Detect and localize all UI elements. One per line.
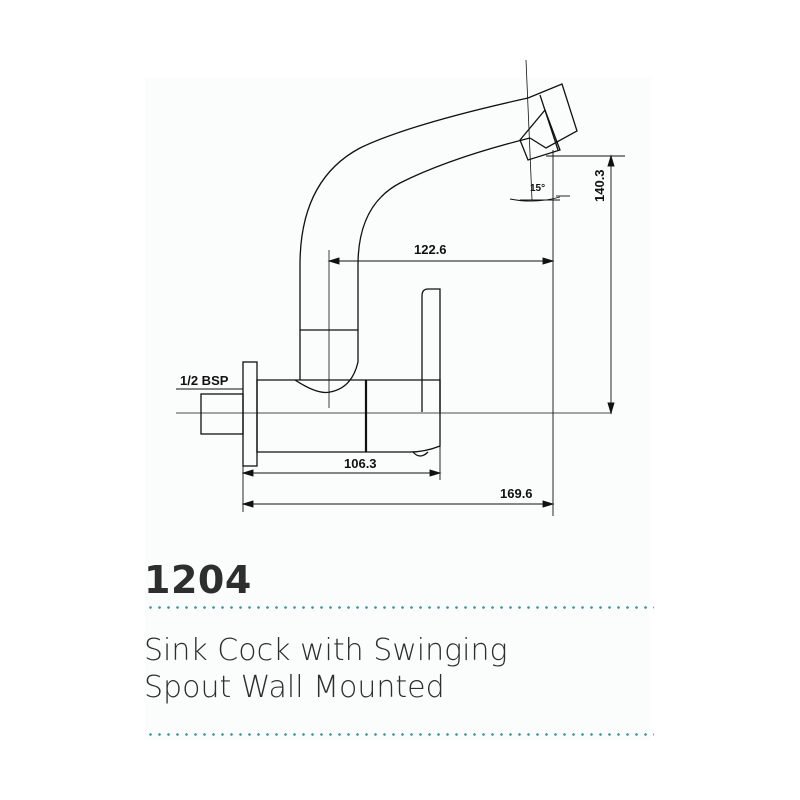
valve-body	[256, 379, 441, 453]
description-line-2: Spout Wall Mounted	[144, 670, 445, 705]
dim-body-length: 106.3	[344, 456, 377, 471]
description-line-1: Sink Cock with Swinging	[144, 633, 508, 668]
aerator	[527, 83, 578, 149]
dim-spout-reach: 122.6	[414, 242, 447, 257]
faucet-outline	[200, 83, 578, 467]
spout-outer	[299, 97, 529, 330]
divider-top	[146, 606, 654, 609]
swivel-collar	[294, 329, 359, 394]
dim-height: 140.3	[592, 169, 607, 202]
dim-spout-angle: 15°	[530, 183, 545, 194]
center-lines	[176, 59, 612, 414]
dim-inlet-label: 1/2 BSP	[180, 373, 229, 388]
handle-lever	[421, 288, 441, 412]
spout-inner	[357, 137, 531, 330]
product-description: Sink Cock with Swinging Spout Wall Mount…	[144, 632, 507, 706]
dimension-lines	[176, 150, 625, 516]
divider-bottom	[146, 733, 654, 736]
drawing-panel	[145, 78, 650, 740]
dim-total-length: 169.6	[500, 486, 533, 501]
product-code: 1204	[144, 558, 252, 602]
inlet-pipe	[200, 393, 244, 435]
wall-flange	[242, 361, 258, 467]
